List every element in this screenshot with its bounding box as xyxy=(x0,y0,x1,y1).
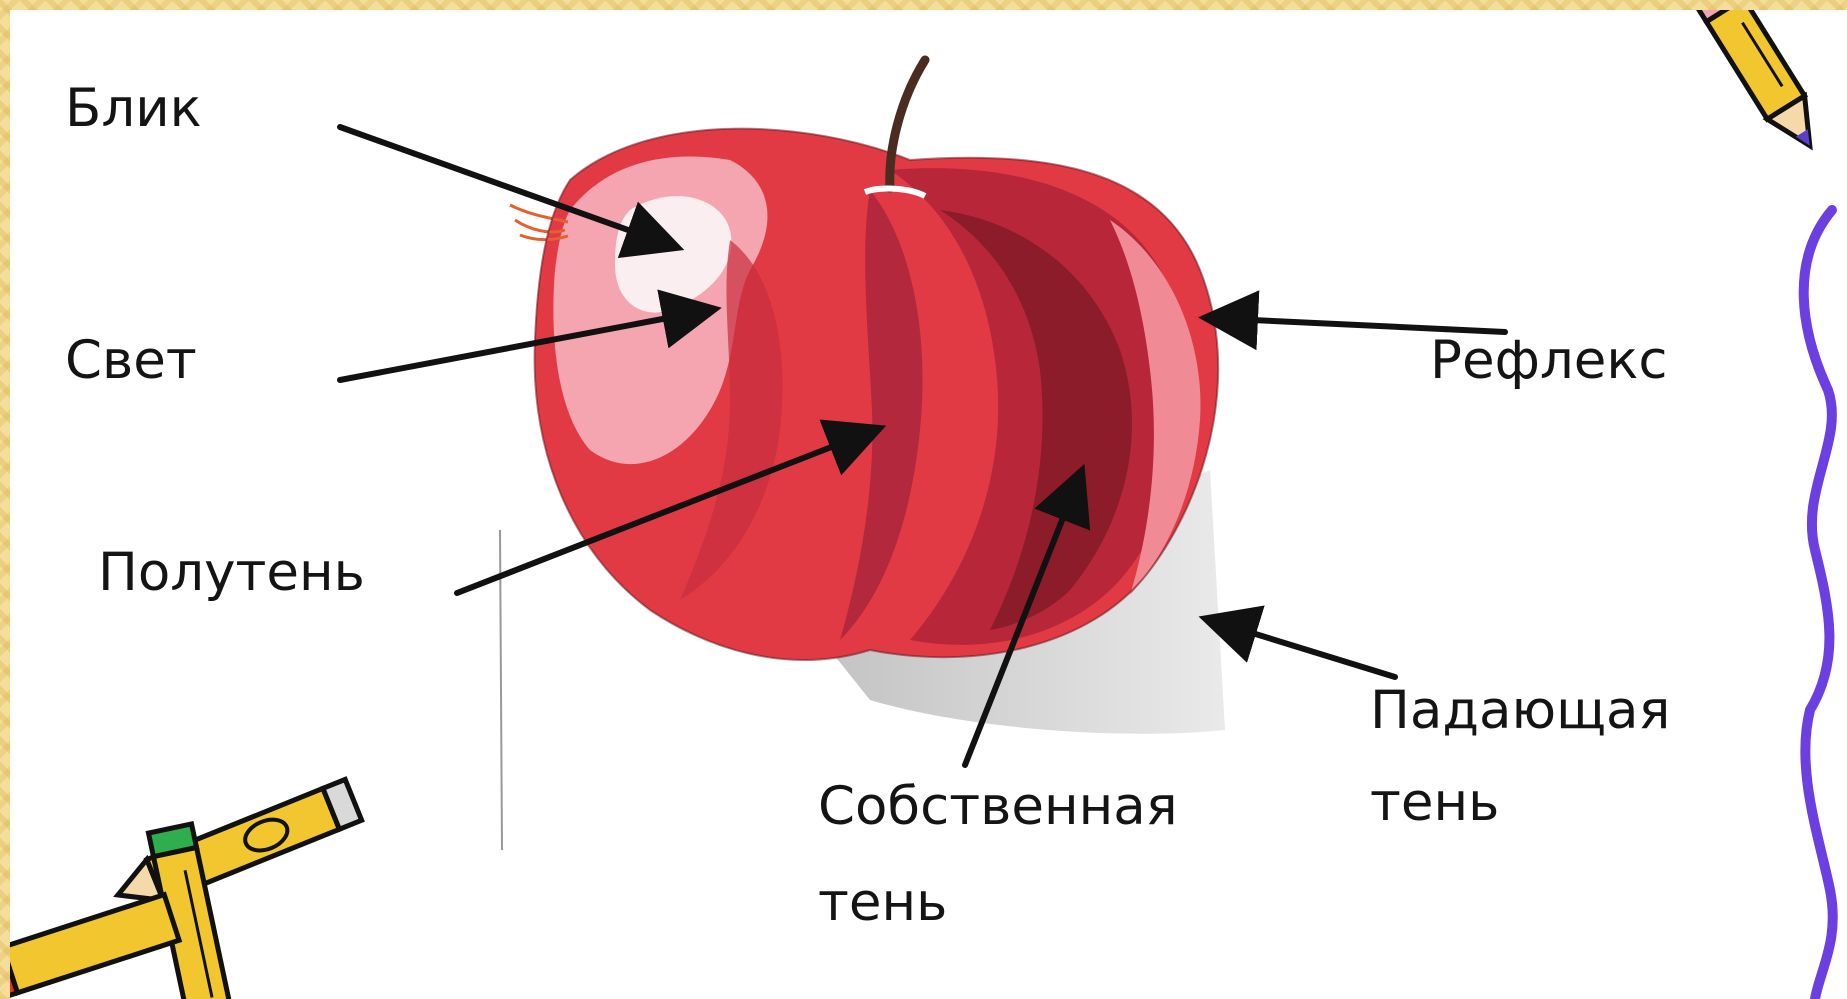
label-cast-shadow-line2: тень xyxy=(1370,770,1499,836)
slide-canvas: Блик Свет Полутень Собственная тень Рефл… xyxy=(10,10,1847,999)
pencil-icon xyxy=(1690,10,1828,157)
pencils-icon xyxy=(10,779,362,999)
label-halftone: Полутень xyxy=(98,540,365,606)
apple-body xyxy=(535,129,1219,660)
apple-illustration xyxy=(10,10,1847,999)
arrow-cast-shadow xyxy=(1210,620,1395,677)
label-cast-shadow-line1: Падающая xyxy=(1370,678,1670,744)
label-own-shadow-line2: тень xyxy=(818,870,947,936)
label-reflex: Рефлекс xyxy=(1430,328,1668,394)
label-own-shadow-line1: Собственная xyxy=(818,774,1178,840)
label-highlight: Блик xyxy=(65,76,202,142)
squiggle-border xyxy=(1804,210,1833,999)
label-light: Свет xyxy=(65,328,197,394)
